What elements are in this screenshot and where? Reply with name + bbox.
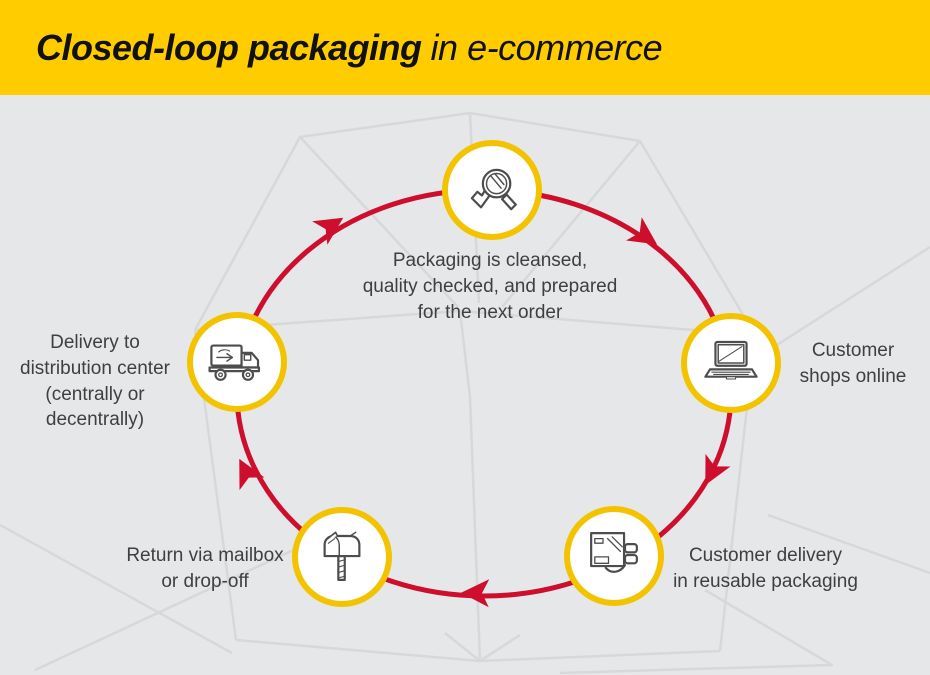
node-return-label: Return via mailbox or drop-off [126,545,284,592]
title-rest: in e-commerce [430,26,663,68]
mailbox-icon [323,531,361,581]
node-shop-circle [681,313,781,413]
arrow-head-bottom [461,579,490,608]
delivery-truck-icon [208,344,261,381]
node-prepare-label: Packaging is cleansed, quality checked, … [362,250,618,323]
node-deliver-label: Customer delivery in reusable packaging [673,545,858,592]
package-handover-icon [590,532,638,573]
diagram-area: Packaging is cleansed, quality checked, … [0,95,930,675]
node-shop-label: Customer shops online [799,340,907,387]
magnifier-check-icon [470,168,517,211]
arrow-head-left-to-top [312,217,344,245]
node-distribute-circle [187,312,287,412]
arrow-head-top-to-right [626,217,658,245]
node-distribute-label: Delivery to distribution center (central… [20,332,170,431]
arrow-head-right-to-bottomright [705,453,731,486]
title-emphasis: Closed-loop packaging [36,26,422,68]
node-return-circle [292,507,392,607]
laptop-icon [704,340,758,380]
cardboard-box-sketch [0,111,930,675]
node-deliver-circle [564,506,664,606]
arrow-head-bottomleft-to-left [239,458,265,491]
node-prepare-circle [442,140,542,240]
